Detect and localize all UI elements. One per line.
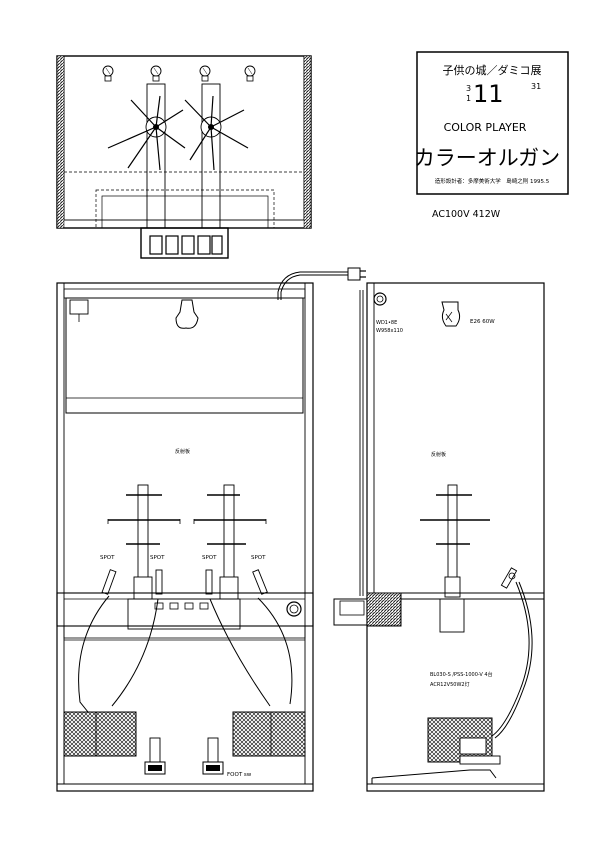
power-spec: AC100V 412W bbox=[432, 209, 501, 220]
foot-sw-label: FOOT sw bbox=[227, 772, 252, 778]
side-view: WD1•8E W958x110 E26 60W 反射板 BL030-S /PSS… bbox=[333, 282, 545, 792]
wd-label-line1: WD1•8E bbox=[376, 320, 397, 326]
lamp-spec-label: E26 60W bbox=[470, 319, 495, 325]
name-japanese: カラーオルガン bbox=[414, 146, 560, 170]
spot-label-2: SPOT bbox=[150, 555, 165, 561]
spinner-left bbox=[107, 95, 186, 171]
foot-switch-left bbox=[144, 737, 166, 775]
credit-line: 造形設計者：多摩美術大学 島崎之則 1995.5 bbox=[435, 177, 550, 185]
name-english: COLOR PLAYER bbox=[444, 121, 527, 134]
light-bulb-icon bbox=[102, 65, 114, 82]
ballast-box bbox=[63, 711, 137, 757]
exhibit-title: 子供の城／ダミコ展 bbox=[443, 63, 542, 77]
light-bulb-icon bbox=[244, 65, 256, 82]
number-right: 31 bbox=[531, 82, 541, 91]
spot-lamp bbox=[205, 569, 213, 595]
ballast-label-line1: BL030-S /PSS-1000-V 4台 bbox=[430, 671, 493, 678]
title-block: 子供の城／ダミコ展 3 1 11 31 COLOR PLAYER カラーオルガン… bbox=[414, 51, 569, 195]
spot-lamp bbox=[252, 569, 268, 595]
spot-label-3: SPOT bbox=[202, 555, 217, 561]
ballast-label-line2: ACR12V50W2灯 bbox=[430, 681, 470, 688]
power-plug-icon bbox=[347, 267, 366, 281]
light-bulb-icon bbox=[199, 65, 211, 82]
foot-switch-right bbox=[202, 737, 224, 775]
top-view bbox=[56, 55, 312, 259]
front-view: 反射板 SPOT SPOT SPOT SPOT bbox=[56, 267, 366, 792]
light-bulb-icon bbox=[150, 65, 162, 82]
spot-label-4: SPOT bbox=[251, 555, 266, 561]
side-spinner bbox=[420, 484, 490, 598]
ballast-box bbox=[232, 711, 306, 757]
spot-lamp bbox=[101, 569, 117, 595]
number-large: 11 bbox=[473, 80, 504, 108]
wd-label-line2: W958x110 bbox=[376, 328, 403, 334]
front-spinner-left bbox=[107, 484, 181, 600]
front-spinner-right bbox=[193, 484, 267, 600]
front-center-label: 反射板 bbox=[175, 448, 190, 455]
spot-lamp bbox=[155, 569, 163, 595]
spinner-right bbox=[184, 95, 249, 171]
side-center-label: 反射板 bbox=[431, 451, 446, 458]
number-small-top: 3 bbox=[466, 84, 471, 93]
spot-label-1: SPOT bbox=[100, 555, 115, 561]
number-small-bottom: 1 bbox=[466, 94, 471, 103]
